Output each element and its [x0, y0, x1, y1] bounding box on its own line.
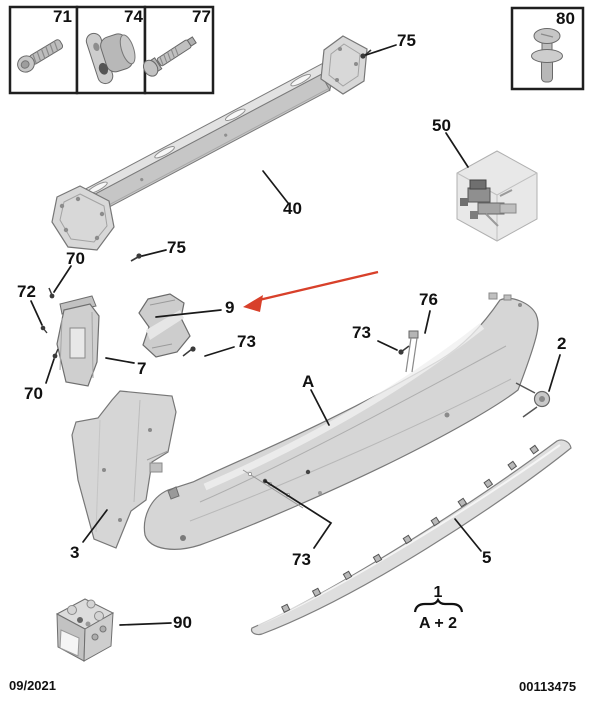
mounting-bracket-9 — [138, 293, 196, 358]
callout-76: 76 — [419, 290, 438, 309]
callout-73-mid: 73 — [352, 323, 371, 342]
callout-73-bottom: 73 — [292, 550, 311, 569]
formula-brace — [413, 597, 464, 613]
screw-72-icon — [40, 325, 48, 334]
callout-70-upper: 70 — [66, 249, 85, 268]
rear-bumper — [143, 292, 539, 550]
red-pointer-arrow — [243, 270, 379, 312]
clip-76-icon — [405, 330, 419, 373]
callout-90: 90 — [173, 613, 192, 632]
crossmember-beam — [51, 35, 372, 262]
formula-numerator: 1 — [433, 584, 443, 601]
callout-70-lower: 70 — [24, 384, 43, 403]
screw-70-upper-icon — [48, 287, 55, 299]
callout-5: 5 — [482, 548, 492, 567]
callout-9: 9 — [225, 298, 235, 317]
rivet-icon — [531, 28, 563, 83]
screw-icon — [17, 39, 64, 73]
callout-72: 72 — [17, 282, 36, 301]
callout-73-bracket: 73 — [237, 332, 256, 351]
bolt-75-left-icon — [130, 253, 142, 262]
callout-3: 3 — [70, 543, 80, 562]
trim-clips — [281, 444, 540, 613]
callout-75-left: 75 — [167, 238, 186, 257]
harness-module-cube — [456, 150, 538, 242]
beam-right-bracket — [320, 35, 368, 95]
callout-40: 40 — [283, 199, 302, 218]
callout-A: A — [302, 372, 315, 391]
footer-date-code: 09/2021 — [9, 678, 56, 693]
parking-sensor — [515, 382, 551, 418]
bumper-corner-piece — [71, 390, 177, 549]
box-number-77: 77 — [192, 7, 211, 26]
screw-73-bracket-icon — [182, 346, 196, 357]
screw-73-mid-icon — [398, 345, 410, 355]
callout-50: 50 — [432, 116, 451, 135]
footer-document-number: 00113475 — [519, 679, 577, 694]
fixing-kit-module — [55, 598, 115, 662]
callout-75-top: 75 — [397, 31, 416, 50]
box-number-80: 80 — [556, 9, 575, 28]
callout-7: 7 — [137, 359, 147, 378]
leader-lines — [30, 44, 561, 626]
grommet-icon — [85, 32, 136, 85]
lower-trim-strip — [250, 439, 572, 636]
box-number-71: 71 — [53, 7, 72, 26]
box-number-74: 74 — [124, 7, 143, 26]
flange-bolt-icon — [142, 36, 197, 77]
formula-denominator: A + 2 — [418, 615, 458, 632]
side-support-bracket — [40, 287, 100, 387]
screw-70-lower-icon — [52, 348, 59, 359]
callout-2: 2 — [557, 334, 567, 353]
beam-left-bracket — [51, 185, 115, 251]
